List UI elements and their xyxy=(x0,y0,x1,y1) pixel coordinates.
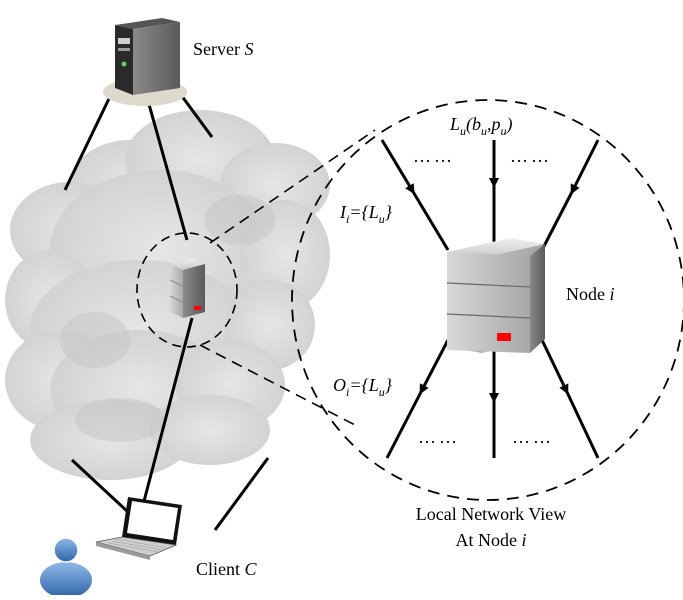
node-i-icon xyxy=(446,238,545,353)
server-icon xyxy=(103,18,187,106)
caption-line-2: At Node i xyxy=(455,530,526,550)
zoom-circle xyxy=(291,99,683,501)
ellipsis-top-left: …… xyxy=(413,146,455,166)
local-view-ring xyxy=(136,232,238,348)
cloud-inner-puffs xyxy=(60,195,275,442)
caption-line-1: Local Network View xyxy=(416,504,567,524)
incoming-links xyxy=(380,139,600,251)
link-label: Lu(bu,pu) xyxy=(449,114,513,138)
ellipsis-bottom-right: …… xyxy=(512,427,554,447)
zoom-lines xyxy=(199,129,376,426)
node-label: Node i xyxy=(566,284,615,304)
laptop-icon xyxy=(95,497,182,560)
router-icon xyxy=(169,258,205,318)
outgoing-set-label: Oi={Lu} xyxy=(333,375,393,399)
outgoing-links xyxy=(385,339,600,459)
user-icon xyxy=(40,537,92,598)
ellipsis-bottom-left: …… xyxy=(418,427,460,447)
ellipsis-top-right: …… xyxy=(510,146,552,166)
server-label: Server S xyxy=(193,39,253,59)
client-label: Client C xyxy=(196,559,258,579)
incoming-set-label: Ii={Lu} xyxy=(339,202,393,226)
